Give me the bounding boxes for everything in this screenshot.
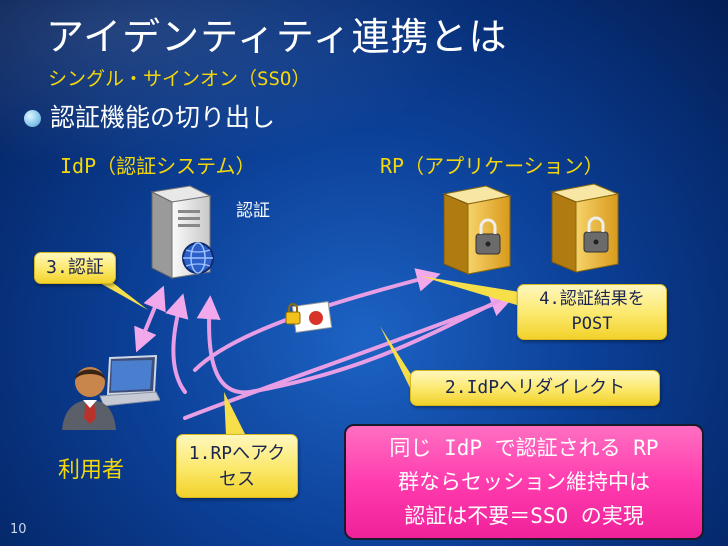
arrow-redirect-to-idp (165, 293, 189, 394)
callout-step4-line1: 4.認証結果を (539, 289, 645, 309)
callout-step4-post: 4.認証結果を POST (517, 284, 667, 340)
rp-server-lock-icon (442, 185, 512, 275)
callout-step3-text: 3.認証 (46, 257, 104, 278)
arrow-rp-redirect-to-user (196, 295, 502, 395)
bullet-icon (24, 110, 41, 127)
user-label: 利用者 (58, 458, 125, 483)
arrow-user-to-rp-access (183, 293, 515, 420)
callout-1-pointer (224, 392, 246, 436)
auth-label: 認証 (236, 201, 270, 221)
user-laptop-icon (62, 354, 160, 430)
rp-heading: RP（アプリケーション） (380, 154, 604, 178)
callout-step2-redirect: 2.IdPへリダイレクト (410, 370, 660, 406)
globe-icon (182, 242, 214, 274)
bullet-text: 認証機能の切り出し (50, 103, 276, 132)
callout-4-pointer (420, 276, 520, 306)
callout-step1-line1: 1.RPへアク (188, 443, 286, 464)
slide-subtitle: シングル・サインオン（SSO） (48, 68, 311, 90)
callout-step1-line2: セス (219, 469, 255, 490)
callout-step1-access: 1.RPへアク セス (176, 434, 298, 498)
note-line2: 群ならセッション維持中は (398, 470, 650, 494)
envelope-lock-icon (285, 301, 333, 333)
callout-step3-auth: 3.認証 (34, 252, 116, 284)
callout-2-pointer (380, 326, 412, 392)
callout-3-pointer (98, 282, 148, 310)
note-line3: 認証は不要＝SSO の実現 (404, 504, 644, 528)
background-glow (0, 0, 480, 170)
note-line1: 同じ IdP で認証される RP (389, 436, 659, 460)
sso-note-box: 同じ IdP で認証される RP 群ならセッション維持中は 認証は不要＝SSO … (344, 424, 704, 540)
arrow-user-idp-auth (134, 285, 166, 353)
rp-server-lock-icon (550, 183, 620, 273)
callout-step2-text: 2.IdPへリダイレクト (444, 377, 626, 398)
callout-step4-line2: POST (571, 314, 613, 334)
page-number: 10 (10, 522, 27, 537)
slide-title: アイデンティティ連携とは (46, 15, 508, 59)
idp-heading: IdP（認証システム） (60, 154, 256, 178)
